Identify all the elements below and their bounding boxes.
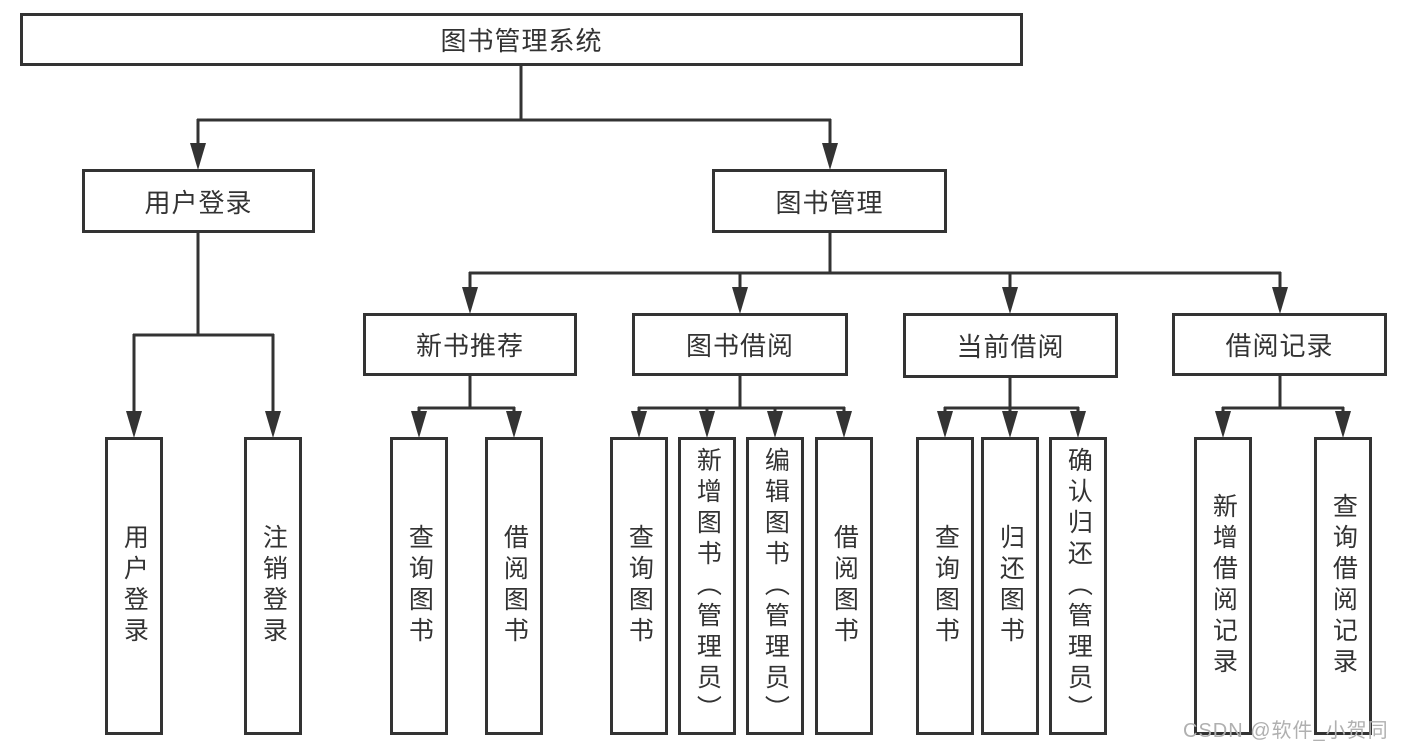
node-new-book-recommend: 新书推荐 [363, 313, 577, 376]
node-label: 新书推荐 [415, 331, 524, 361]
edge-root-to-level2 [196, 66, 832, 143]
leaf-add-borrow-record: 新增借阅记录 [1194, 437, 1252, 735]
leaf-query-books-borrowing: 查询图书 [610, 437, 668, 735]
arrow-down-icon [1002, 411, 1018, 438]
node-label: 借阅记录 [1225, 331, 1334, 361]
node-label: 查询图书 [625, 524, 654, 648]
node-label: 查询借阅记录 [1329, 493, 1358, 679]
node-label: 借阅图书 [830, 524, 859, 648]
edge-currentborrow-to-leaves [943, 377, 1080, 412]
node-label: 图书管理系统 [440, 26, 603, 56]
edge-bookmgmt-to-level3 [468, 233, 1282, 288]
leaf-user-login: 用户登录 [105, 437, 163, 735]
node-book-management: 图书管理 [712, 169, 947, 233]
leaf-edit-book-admin: 编辑图书（管理员） [746, 437, 804, 735]
node-label: 注销登录 [259, 524, 288, 648]
edge-userlogin-to-leaves [132, 233, 275, 411]
edge-records-to-leaves [1221, 376, 1345, 412]
arrow-down-icon [1335, 411, 1351, 438]
arrow-down-icon [411, 411, 427, 438]
watermark: CSDN @软件_小贺同学 [1183, 720, 1389, 742]
node-label: 归还图书 [996, 524, 1025, 648]
node-label: 新增借阅记录 [1209, 493, 1238, 679]
leaf-return-books: 归还图书 [981, 437, 1039, 735]
node-label: 图书借阅 [685, 331, 794, 361]
node-label: 编辑图书（管理员） [761, 446, 790, 726]
arrow-down-icon [631, 411, 647, 438]
arrow-down-icon [836, 411, 852, 438]
leaf-borrow-books-borrowing: 借阅图书 [815, 437, 873, 735]
arrow-down-icon [265, 411, 281, 438]
arrowheads [126, 143, 1351, 438]
leaf-logout: 注销登录 [244, 437, 302, 735]
arrow-down-icon [506, 411, 522, 438]
node-label: 新增图书（管理员） [693, 446, 722, 726]
edge-bookborrow-to-leaves [637, 376, 846, 412]
arrow-down-icon [767, 411, 783, 438]
arrow-down-icon [190, 143, 206, 170]
node-library-management-system: 图书管理系统 [20, 13, 1023, 66]
node-label: 借阅图书 [500, 524, 529, 648]
node-label: 用户登录 [144, 187, 253, 218]
arrow-down-icon [822, 143, 838, 170]
edge-newbook-to-leaves [417, 376, 516, 412]
arrow-down-icon [1002, 287, 1018, 314]
node-user-login: 用户登录 [82, 169, 315, 233]
arrow-down-icon [699, 411, 715, 438]
node-label: 确认归还（管理员） [1064, 446, 1093, 726]
arrow-down-icon [732, 287, 748, 314]
node-label: 当前借阅 [956, 332, 1065, 362]
node-current-borrowing: 当前借阅 [903, 313, 1118, 378]
node-label: 查询图书 [931, 524, 960, 648]
arrow-down-icon [126, 411, 142, 438]
leaf-add-book-admin: 新增图书（管理员） [678, 437, 736, 735]
node-borrowing-records: 借阅记录 [1172, 313, 1387, 376]
node-label: 图书管理 [775, 187, 884, 218]
node-book-borrowing: 图书借阅 [632, 313, 848, 376]
arrow-down-icon [1272, 287, 1288, 314]
leaf-borrow-books-recommend: 借阅图书 [485, 437, 543, 735]
arrow-down-icon [1215, 411, 1231, 438]
leaf-query-borrow-record: 查询借阅记录 [1314, 437, 1372, 735]
arrow-down-icon [462, 287, 478, 314]
tree-edges [132, 66, 1345, 412]
leaf-query-books-current: 查询图书 [916, 437, 974, 735]
node-label: 用户登录 [120, 524, 149, 648]
arrow-down-icon [1070, 411, 1086, 438]
arrow-down-icon [937, 411, 953, 438]
node-label: 查询图书 [405, 524, 434, 648]
leaf-query-books-recommend: 查询图书 [390, 437, 448, 735]
leaf-confirm-return-admin: 确认归还（管理员） [1049, 437, 1107, 735]
